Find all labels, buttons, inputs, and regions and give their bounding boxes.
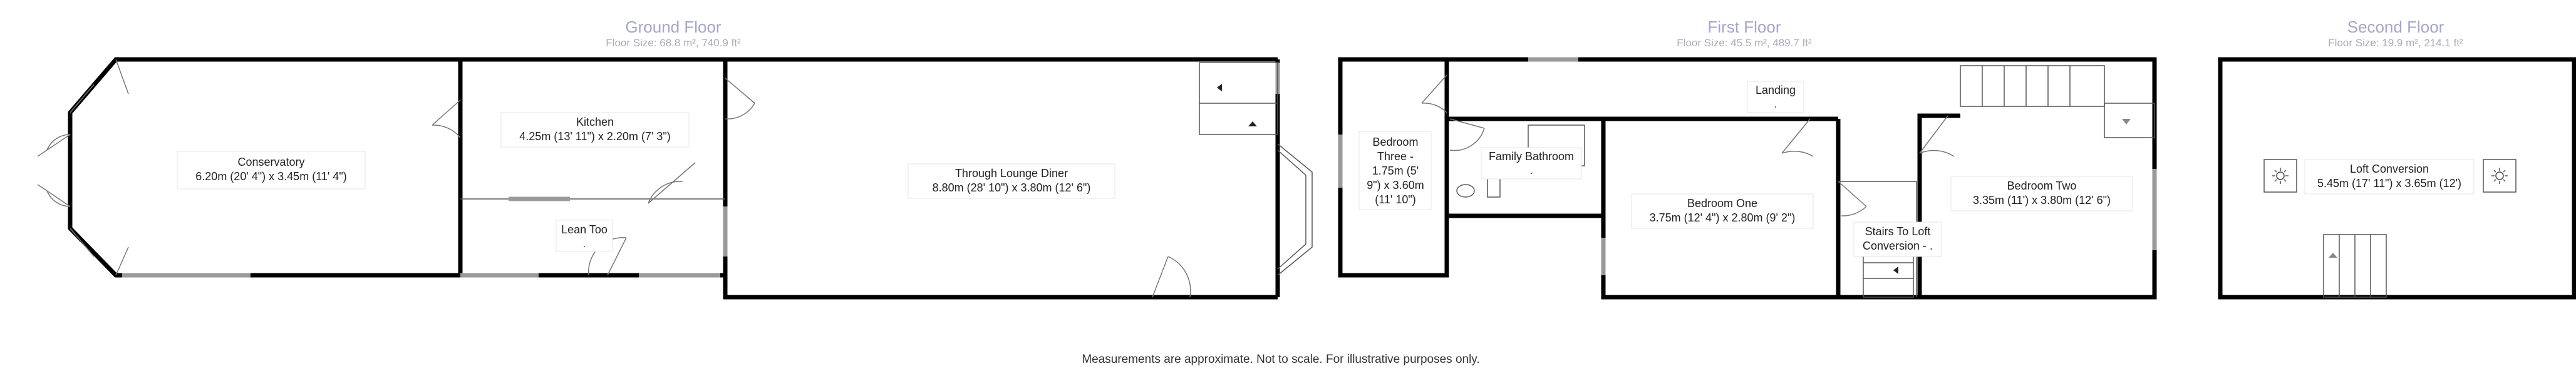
stairs-to-loft-box (1838, 181, 1917, 297)
first-floor-stairs (1960, 65, 2105, 107)
ground-floor-title: Ground Floor (625, 18, 722, 36)
ground-stairs (1199, 62, 1278, 135)
conservatory-name: Conservatory (237, 156, 304, 168)
second-floor: Second Floor Floor Size: 19.9 m², 214.1 … (2218, 18, 2576, 300)
bed3-line4: 9") x 3.60m (1367, 179, 1424, 191)
bed3-line3: 1.75m (5' (1372, 165, 1419, 177)
stairs-loft-line2: Conversion - . (1863, 240, 1933, 252)
bed1-name: Bedroom One (1687, 197, 1757, 210)
toilet-icon (1487, 178, 1501, 198)
bathroom-bottom-wall (1447, 116, 1606, 297)
leantoo-door (648, 162, 696, 204)
loft-outer-wall (2218, 57, 2576, 300)
bay-window (1277, 143, 1313, 276)
bed2-dims: 3.35m (11') x 3.80m (12' 6") (1973, 194, 2111, 206)
skylight-icon (2263, 159, 2297, 193)
conservatory-french-doors (37, 134, 71, 207)
lounge-door (725, 78, 755, 119)
second-floor-size: Floor Size: 19.9 m², 214.1 ft² (2328, 37, 2463, 49)
bed3-name: Bedroom (1372, 136, 1418, 148)
bed3-line2: Three - (1377, 150, 1414, 163)
stairs-arrow-icon (1217, 84, 1222, 91)
first-floor: First Floor Floor Size: 45.5 m², 489.7 f… (1338, 18, 2157, 300)
lounge-dims: 8.80m (28' 10") x 3.80m (12' 6") (933, 181, 1091, 194)
landing-dims: . (1774, 98, 1777, 110)
bathroom-dims: . (1529, 164, 1533, 176)
stairs-loft-door (1838, 181, 1867, 216)
landing-name: Landing (1756, 84, 1796, 96)
basin-icon (1456, 184, 1475, 198)
bed3-line5: (11' 10") (1375, 193, 1416, 206)
bed3-door (1421, 74, 1447, 113)
stairs-loft-name: Stairs To Loft (1865, 225, 1931, 238)
kitchen-door (432, 99, 461, 138)
loft-stairs-up-icon (2329, 253, 2337, 258)
bathroom-door (1449, 118, 1485, 151)
first-floor-title: First Floor (1708, 18, 1781, 36)
bed2-name: Bedroom Two (2007, 180, 2077, 192)
conservatory-dims: 6.20m (20' 4") x 3.45m (11' 4") (195, 170, 346, 183)
second-floor-title: Second Floor (2347, 18, 2444, 36)
bed2-door (1919, 115, 1955, 157)
bed1-dims: 3.75m (12' 4") x 2.80m (9' 2") (1650, 211, 1796, 224)
loft-name: Loft Conversion (2350, 163, 2429, 175)
first-floor-size: Floor Size: 45.5 m², 489.7 ft² (1677, 37, 1812, 49)
bathroom-name: Family Bathroom (1489, 150, 1574, 163)
leantoo-name: Lean Too (561, 223, 608, 236)
ground-floor: Ground Floor Floor Size: 68.8 m², 740.9 … (37, 18, 1313, 300)
loft-stairs-arrow-icon (1893, 267, 1898, 274)
loft-dims: 5.45m (17' 11") x 3.65m (12') (2317, 177, 2461, 190)
stairs-down-icon (2122, 119, 2131, 124)
ground-bottom-wall (460, 273, 1278, 300)
stairs-up-icon (1248, 121, 1257, 126)
front-door (1152, 256, 1191, 298)
disclaimer: Measurements are approximate. Not to sca… (1082, 353, 1479, 366)
leantoo-dims: . (582, 237, 586, 250)
kitchen-name: Kitchen (576, 116, 614, 128)
skylight-icon (2483, 159, 2517, 193)
kitchen-dims: 4.25m (13' 11") x 2.20m (7' 3") (519, 130, 670, 143)
lounge-name: Through Lounge Diner (955, 167, 1068, 180)
bed1-door (1781, 118, 1814, 157)
ground-floor-size: Floor Size: 68.8 m², 740.9 ft² (606, 37, 741, 49)
